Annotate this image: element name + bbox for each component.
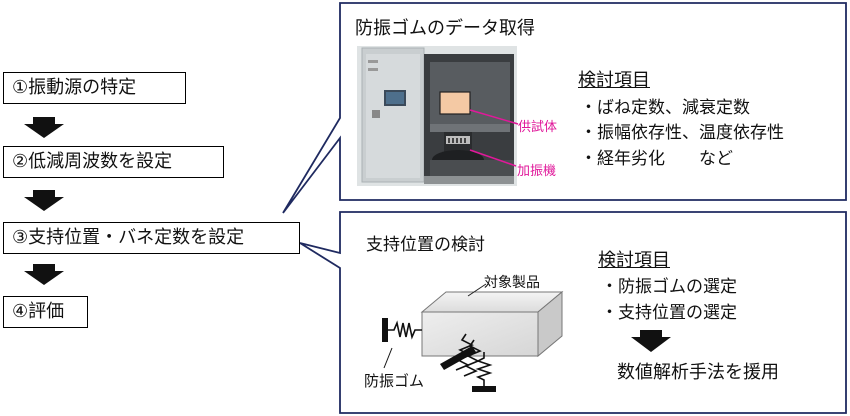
bottom-panel-item: ・防振ゴムの選定 [601, 277, 737, 297]
down-arrow-icon [631, 330, 671, 352]
step-set-frequency: ②低減周波数を設定 [3, 146, 224, 178]
step-set-support: ③支持位置・バネ定数を設定 [3, 222, 300, 254]
bottom-panel-title: 支持位置の検討 [366, 235, 485, 255]
rubber-spring-left [382, 318, 422, 369]
down-arrow-icon [24, 190, 64, 211]
top-panel-title: 防振ゴムのデータ取得 [355, 18, 535, 39]
conclusion-text: 数値解析手法を援用 [617, 362, 779, 383]
step-evaluate: ④評価 [3, 296, 88, 328]
flow-arrows [24, 117, 671, 352]
down-arrow-icon [24, 117, 64, 138]
step-identify-source: ①振動源の特定 [3, 72, 186, 104]
bottom-panel-item: ・支持位置の選定 [601, 303, 737, 323]
specimen-label: 供試体 [518, 120, 558, 135]
target-product-box [420, 283, 564, 358]
product-label: 対象製品 [484, 275, 540, 291]
bottom-panel-callout [299, 211, 847, 414]
shaker-label: 加振機 [517, 164, 557, 179]
bottom-panel-items-heading: 検討項目 [598, 250, 670, 271]
test-chamber-photo [357, 46, 519, 186]
top-panel-items-heading: 検討項目 [578, 70, 650, 91]
down-arrow-icon [24, 264, 64, 285]
top-panel-item: ・ばね定数、減衰定数 [580, 98, 750, 118]
rubber-label: 防振ゴム [364, 372, 425, 390]
top-panel-item: ・経年劣化 など [580, 149, 733, 169]
top-panel-item: ・振幅依存性、温度依存性 [580, 123, 784, 143]
rubber-spring-bottom [440, 333, 496, 392]
